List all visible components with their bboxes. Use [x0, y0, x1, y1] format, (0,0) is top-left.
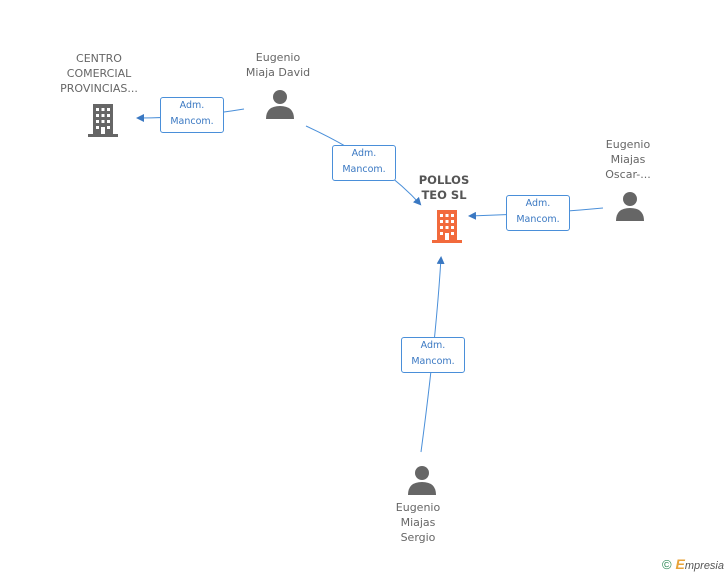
relation-role: Adm.	[420, 340, 446, 351]
label-line: Eugenio	[255, 51, 301, 64]
person-label-sergio[interactable]: Eugenio Miajas Sergio	[376, 500, 460, 545]
relation-type: Mancom.	[170, 116, 214, 127]
empresia-logo: ©Empresia	[662, 556, 724, 572]
relation-role: Adm.	[525, 198, 551, 209]
person-label-oscar[interactable]: Eugenio Miajas Oscar-...	[586, 137, 670, 182]
company-label-pollos[interactable]: POLLOS TEO SL	[404, 173, 484, 203]
label-line: Miajas	[610, 153, 646, 166]
relation-role: Adm.	[351, 148, 377, 159]
relation-role: Adm.	[179, 100, 205, 111]
label-line: Oscar-...	[605, 168, 651, 181]
copyright-icon: ©	[661, 557, 672, 572]
label-line: Eugenio	[395, 501, 441, 514]
relation-type: Mancom.	[516, 214, 560, 225]
relation-badge-sergio-pollos[interactable]: Adm. Mancom.	[401, 337, 465, 373]
label-line: Miaja David	[245, 66, 311, 79]
brand-initial: E	[675, 556, 685, 572]
label-line: Sergio	[400, 531, 436, 544]
person-icon[interactable]	[615, 191, 645, 221]
label-line: TEO SL	[421, 188, 467, 202]
person-icon[interactable]	[265, 89, 295, 119]
relation-type: Mancom.	[342, 164, 386, 175]
label-line: Miajas	[400, 516, 436, 529]
person-label-david[interactable]: Eugenio Miaja David	[230, 50, 326, 80]
relation-badge-david-centro[interactable]: Adm. Mancom.	[160, 97, 224, 133]
building-icon[interactable]	[86, 103, 120, 137]
brand-name: mpresia	[684, 560, 724, 572]
person-icon[interactable]	[407, 465, 437, 495]
label-line: Eugenio	[605, 138, 651, 151]
relation-type: Mancom.	[411, 356, 455, 367]
label-line: PROVINCIAS...	[60, 82, 138, 95]
label-line: CENTRO	[76, 52, 122, 65]
building-icon[interactable]	[430, 209, 464, 243]
relation-badge-oscar-pollos[interactable]: Adm. Mancom.	[506, 195, 570, 231]
label-line: COMERCIAL	[66, 67, 132, 80]
relation-badge-david-pollos[interactable]: Adm. Mancom.	[332, 145, 396, 181]
label-line: POLLOS	[418, 173, 470, 187]
company-label-centro[interactable]: CENTRO COMERCIAL PROVINCIAS...	[46, 51, 152, 96]
